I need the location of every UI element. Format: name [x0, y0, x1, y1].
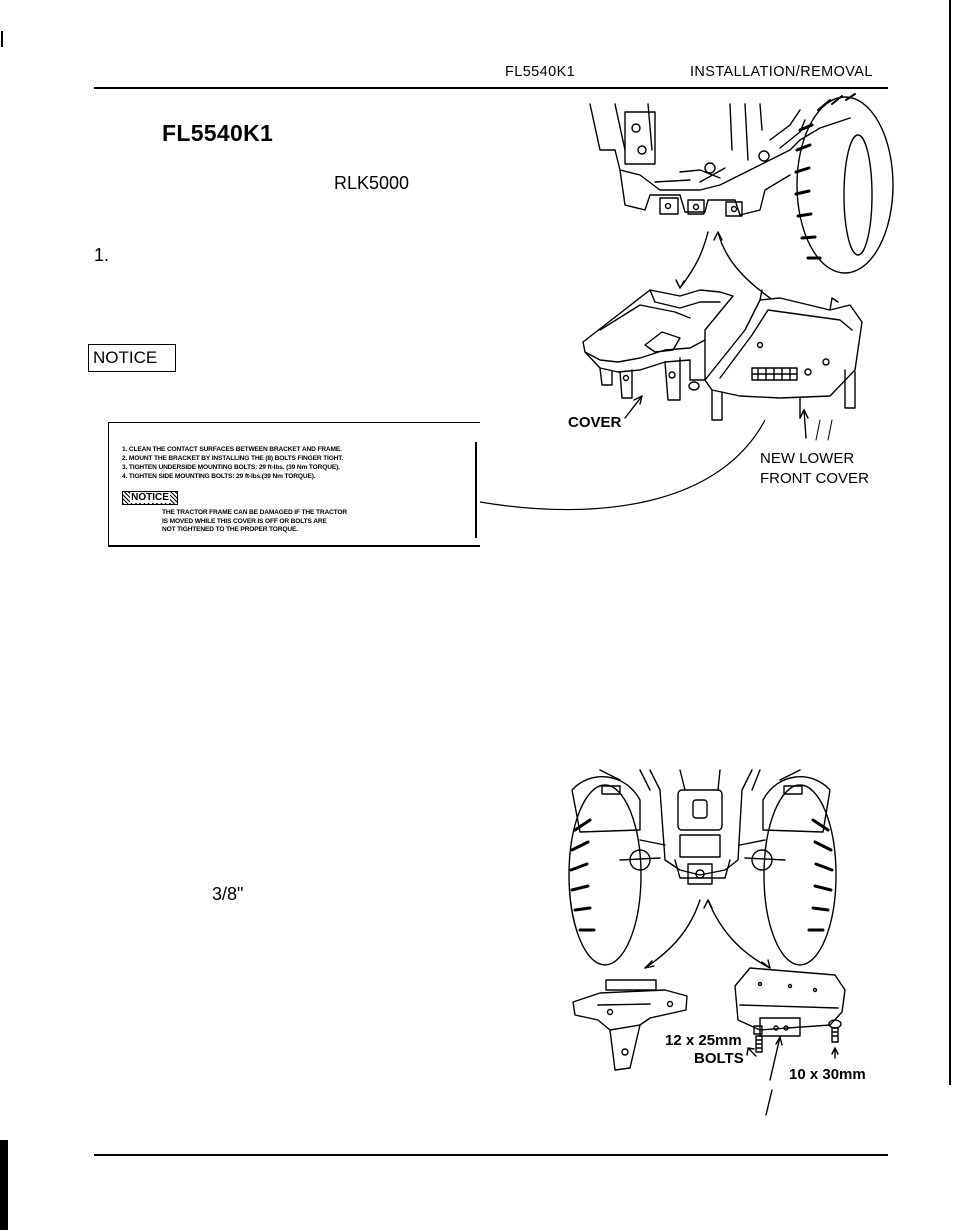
label-bolt-10x30: 10 x 30mm — [789, 1066, 866, 1083]
page-right-border — [949, 0, 951, 1085]
page-binding-bar — [0, 1140, 8, 1230]
decal-line: 1. CLEAN THE CONTACT SURFACES BETWEEN BR… — [122, 446, 342, 453]
decal-notice-label: NOTICE — [130, 492, 170, 503]
label-cover: COVER — [568, 414, 622, 431]
decal-warning-line: THE TRACTOR FRAME CAN BE DAMAGED IF THE … — [162, 509, 348, 516]
page-title: FL5540K1 — [162, 120, 274, 146]
header-model: FL5540K1 — [505, 64, 576, 80]
decal-right-border — [475, 442, 477, 538]
decal-warning-line: NOT TIGHTENED TO THE PROPER TORQUE. — [162, 526, 298, 533]
label-bolt-12x25: 12 x 25mm — [665, 1032, 742, 1049]
instruction-decal — [108, 422, 480, 546]
page-edge-mark — [1, 31, 3, 47]
decal-line: 3. TIGHTEN UNDERSIDE MOUNTING BOLTS: 29 … — [122, 464, 340, 471]
decal-notice-badge: NOTICE — [122, 491, 178, 505]
decal-instructions: 1. CLEAN THE CONTACT SURFACES BETWEEN BR… — [122, 445, 472, 481]
bolt-size-text: 3/8" — [212, 884, 244, 904]
header-section: INSTALLATION/REMOVAL — [690, 64, 873, 80]
decal-bottom-border — [108, 545, 480, 547]
kit-reference: RLK5000 — [334, 173, 410, 193]
decal-line: 2. MOUNT THE BRACKET BY INSTALLING THE (… — [122, 455, 344, 462]
step-number: 1. — [94, 245, 110, 265]
decal-warning-line: IS MOVED WHILE THIS COVER IS OFF OR BOLT… — [162, 517, 327, 525]
decal-warning: THE TRACTOR FRAME CAN BE DAMAGED IF THE … — [162, 509, 462, 535]
label-new-lower: NEW LOWER — [760, 450, 855, 467]
label-bolts: BOLTS — [694, 1050, 744, 1067]
notice-label: NOTICE — [88, 344, 176, 372]
decal-line: 4. TIGHTEN SIDE MOUNTING BOLTS: 29 ft-lb… — [122, 473, 316, 480]
label-front-cover: FRONT COVER — [760, 470, 869, 487]
header-rule — [94, 87, 888, 89]
footer-rule — [94, 1154, 888, 1156]
